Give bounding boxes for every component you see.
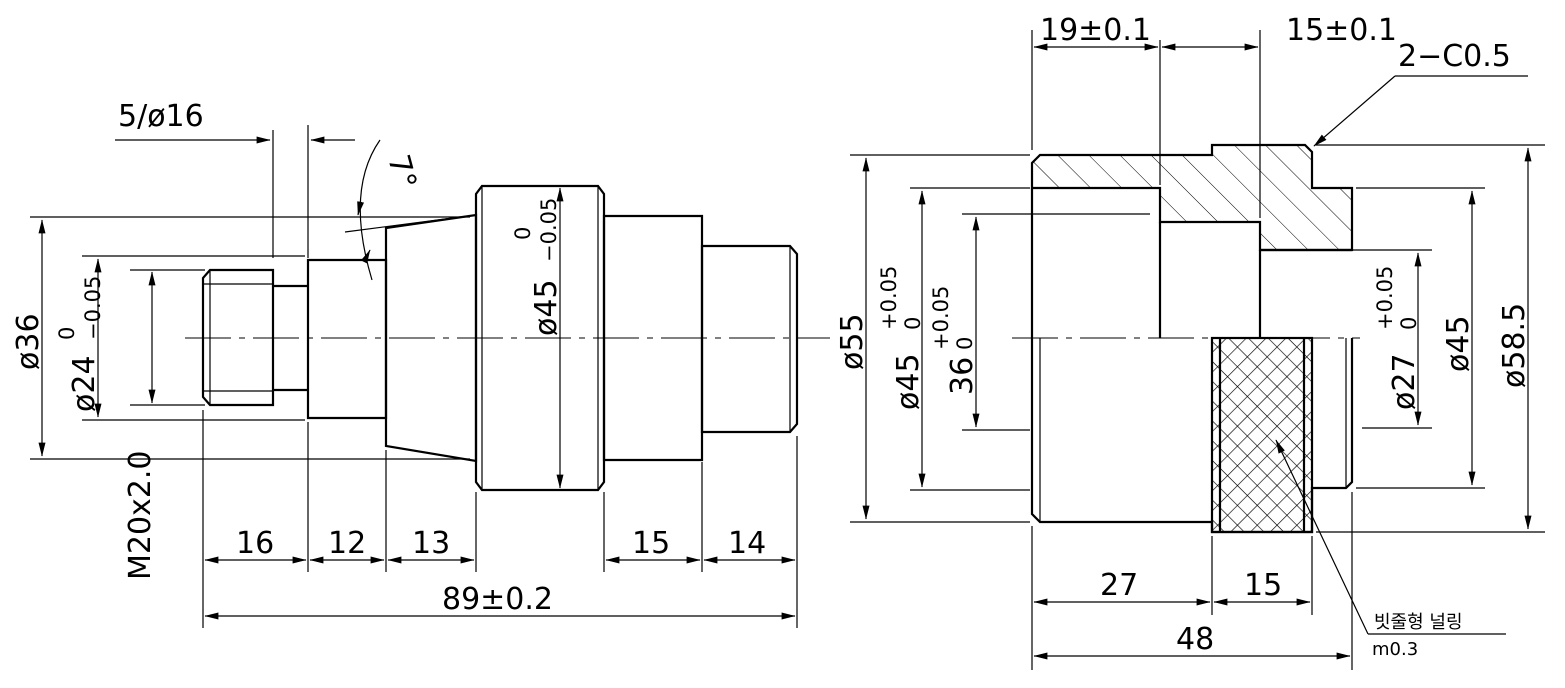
body-section	[602, 214, 704, 462]
label-dia55: ø55	[835, 313, 870, 370]
label-dia45-outer: ø45	[1441, 315, 1476, 372]
knurl-leader	[1275, 439, 1369, 635]
label-dia45-bore: ø45	[891, 353, 926, 410]
label-len-15: 15	[632, 526, 670, 561]
label-knurl-note: 빗줄형 널링	[1374, 612, 1463, 633]
label-len-19: 19±0.1	[1040, 13, 1151, 48]
section-hatching	[1032, 145, 1352, 250]
label-overall: 89±0.2	[442, 582, 553, 617]
label-len-27: 27	[1100, 568, 1138, 603]
label-knurl-module: m0.3	[1372, 639, 1418, 660]
bore-steps-upper	[1030, 188, 1352, 338]
chamfer-leader	[1313, 75, 1396, 147]
label-chamfer: 2−C0.5	[1398, 39, 1511, 74]
angle-ext-line	[344, 214, 477, 233]
label-len-12: 12	[328, 526, 366, 561]
label-len-15-bottom: 15	[1244, 568, 1282, 603]
label-len-48: 48	[1176, 622, 1214, 657]
label-dia27-tol-upper: +0.05	[1373, 266, 1397, 330]
label-dia24-tol-upper: 0	[55, 327, 79, 340]
label-len-15-top: 15±0.1	[1286, 13, 1397, 48]
label-len-16: 16	[236, 526, 274, 561]
label-dia58-5: ø58.5	[1497, 303, 1532, 388]
angle-arrow-a	[357, 201, 365, 216]
label-len-13: 13	[412, 526, 450, 561]
label-dia27-tol-lower: 0	[1397, 317, 1421, 330]
label-dia36-bore: 36	[945, 357, 980, 395]
relief-groove	[273, 284, 308, 392]
label-dia45-bore-tol-lower: 0	[901, 317, 925, 330]
label-dia45: ø45	[529, 279, 564, 336]
right-view-bushing: 19±0.1 15±0.1 2−C0.5 ø55 ø45 +0.05 0 36 …	[835, 13, 1545, 670]
dia24-section	[306, 258, 388, 420]
label-chamfer-spec: 5/ø16	[118, 99, 204, 134]
label-dia45-tol-upper: 0	[511, 227, 535, 240]
label-angle: 7°	[380, 151, 423, 193]
label-dia36-bore-tol-lower: 0	[953, 337, 977, 350]
label-dia27: ø27	[1387, 353, 1422, 410]
label-dia45-tol-lower: −0.05	[537, 198, 561, 262]
label-thread: M20x2.0	[123, 450, 158, 580]
knurl-band	[1210, 336, 1314, 534]
label-len-14: 14	[728, 526, 766, 561]
label-dia24: ø24	[67, 355, 102, 412]
label-dia45-bore-tol-upper: +0.05	[877, 266, 901, 330]
end-section	[700, 244, 799, 434]
label-dia36: ø36	[11, 313, 46, 370]
knurl-pattern	[1212, 338, 1312, 532]
label-dia36-bore-tol-upper: +0.05	[929, 286, 953, 350]
left-view-shaft: ø36 ø24 0 −0.05 M20x2.0 5/ø16 7° ø45 0 −…	[11, 99, 830, 628]
label-dia24-tol-lower: −0.05	[81, 276, 105, 340]
angle-arrow-b	[360, 249, 371, 264]
